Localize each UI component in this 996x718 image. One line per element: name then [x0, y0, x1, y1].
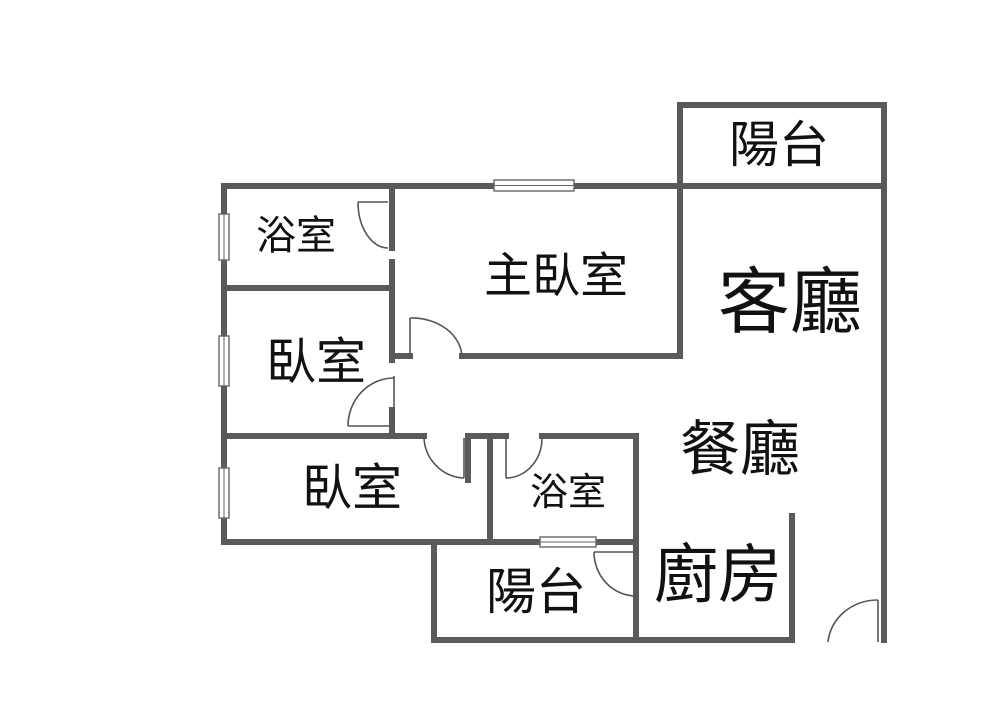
label-kitchen: 廚房 — [654, 539, 782, 613]
label-bedroom-middle: 臥室 — [266, 333, 366, 391]
doors — [347, 201, 879, 643]
door-bath-top-arc — [357, 201, 389, 249]
label-master-bedroom: 主臥室 — [484, 248, 628, 304]
label-dining-room: 餐廳 — [680, 415, 800, 485]
door-bedroom-lower-arc — [423, 435, 465, 479]
room-labels: 陽台 客廳 餐廳 主臥室 浴室 臥室 臥室 浴室 陽台 廚房 — [256, 116, 862, 621]
label-bedroom-lower: 臥室 — [302, 459, 402, 517]
wall-balcony-top — [677, 102, 887, 188]
label-bathroom-top: 浴室 — [256, 213, 336, 259]
door-balcony-bottom-arc — [593, 551, 637, 597]
windows — [218, 179, 597, 548]
label-bathroom-center: 浴室 — [530, 470, 606, 514]
wall-master-bottom — [459, 183, 683, 359]
door-bath-center-arc — [505, 437, 543, 479]
label-balcony-top: 陽台 — [729, 116, 829, 174]
label-balcony-bottom: 陽台 — [486, 563, 586, 621]
wall-bottom — [431, 539, 795, 643]
door-bedroom-middle — [348, 376, 395, 427]
door-entry-arc — [827, 599, 879, 643]
door-master-arc — [409, 317, 463, 359]
label-living-room: 客廳 — [718, 260, 862, 344]
door-bedroom-middle-arc — [347, 377, 395, 427]
